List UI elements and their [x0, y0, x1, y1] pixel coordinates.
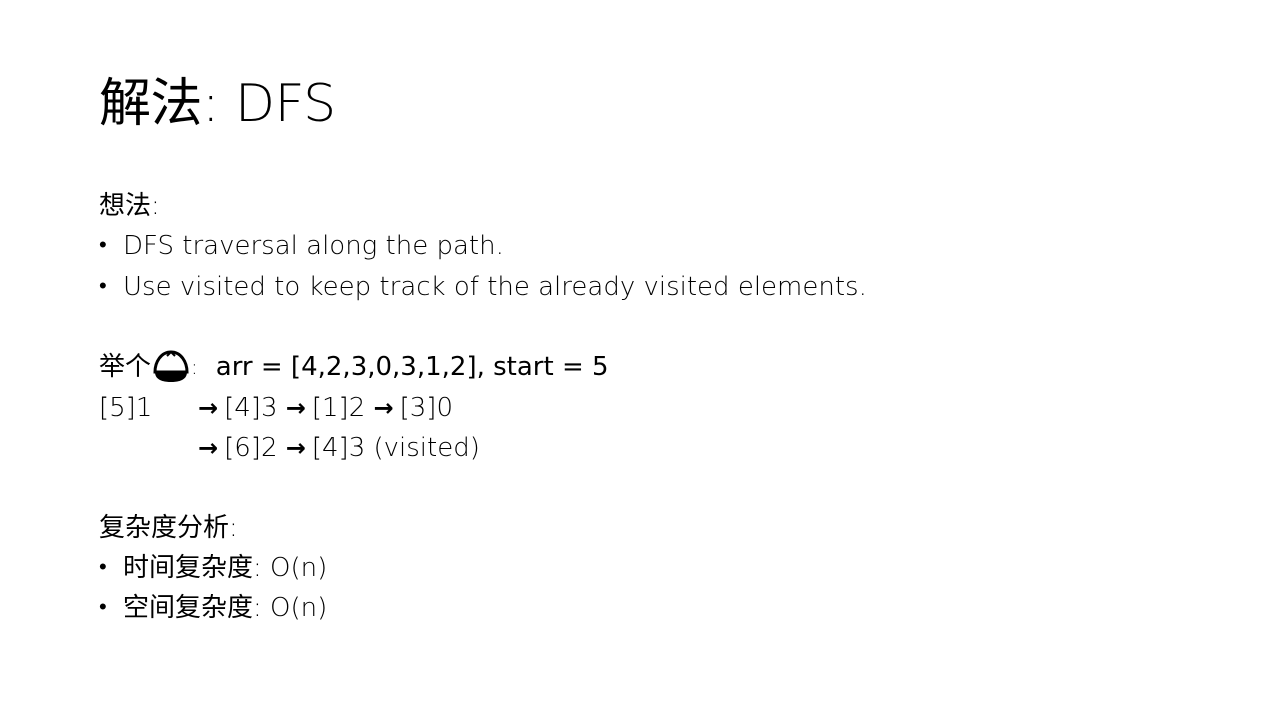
arrow-right-icon: → [285, 394, 306, 422]
arrow-right-icon: → [373, 394, 394, 422]
trace-node: [3]0 [399, 393, 453, 423]
bullet-dot: • [99, 555, 107, 580]
complexity-bullet-item: • 空间复杂度: O(n) [99, 590, 327, 626]
trace-node: [4]3 (visited) [311, 433, 480, 463]
arrow-right-icon: → [198, 394, 219, 422]
example-colon: : [191, 355, 198, 379]
trace-start: [5]1 [99, 393, 153, 423]
complexity-bullet-text: 空间复杂度: O(n) [123, 593, 328, 623]
idea-bullet-item: • Use visited to keep track of the alrea… [99, 269, 867, 305]
idea-bullet-text: Use visited to keep track of the already… [123, 272, 867, 302]
idea-bullet-text: DFS traversal along the path. [123, 231, 504, 261]
slide-title: 解法: DFS [99, 74, 336, 134]
complexity-bullet-item: • 时间复杂度: O(n) [99, 550, 327, 586]
example-line: 举个 : arr = [4,2,3,0,3,1,2], start = 5 [99, 349, 609, 385]
trace-line-2: →[6]2 →[4]3 (visited) [198, 430, 480, 466]
idea-heading: 想法: [99, 191, 160, 221]
example-code: arr = [4,2,3,0,3,1,2], start = 5 [215, 352, 609, 382]
bullet-dot: • [99, 595, 107, 620]
complexity-heading: 复杂度分析: [99, 513, 238, 543]
trace-node: [6]2 [224, 433, 278, 463]
complexity-bullet-text: 时间复杂度: O(n) [123, 553, 328, 583]
bullet-dot: • [99, 233, 107, 258]
bullet-dot: • [99, 274, 107, 299]
trace-node: [1]2 [311, 393, 366, 423]
idea-bullet-item: • DFS traversal along the path. [99, 228, 504, 264]
arrow-right-icon: → [285, 434, 306, 462]
trace-line-1: →[4]3 →[1]2 →[3]0 [198, 390, 453, 426]
trace-node: [4]3 [224, 393, 278, 423]
chestnut-icon [153, 350, 189, 384]
example-label: 举个 [99, 352, 152, 382]
arrow-right-icon: → [198, 434, 219, 462]
